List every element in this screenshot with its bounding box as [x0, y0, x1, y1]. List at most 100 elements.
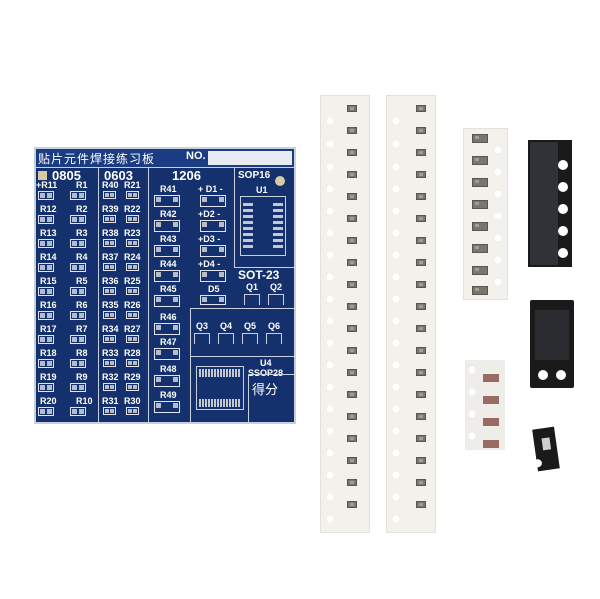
label: R29: [124, 372, 141, 382]
solder-pad: [38, 383, 54, 392]
label: R20: [40, 396, 57, 406]
solder-pad: [103, 359, 116, 367]
solder-pad: [70, 311, 86, 320]
solder-pad: [126, 335, 139, 343]
u4-label: U4: [260, 358, 272, 368]
solder-pad: [38, 335, 54, 344]
label: R35: [102, 300, 119, 310]
section-sot23: SOT-23: [238, 268, 280, 282]
label: R30: [124, 396, 141, 406]
solder-pad: [70, 239, 86, 248]
label: R14: [40, 252, 57, 262]
label: R28: [124, 348, 141, 358]
sop16-ic: [530, 300, 574, 388]
solder-pad: [154, 323, 180, 335]
label: +R11: [36, 180, 58, 190]
label: R7: [76, 324, 88, 334]
diode: [483, 440, 499, 448]
label: R45: [160, 284, 177, 294]
solder-pad: [126, 407, 139, 415]
solder-pad: [70, 287, 86, 296]
sot23-footprint: [218, 333, 234, 344]
solder-pad: [200, 220, 226, 232]
solder-pad: [126, 191, 139, 199]
divider: [190, 308, 294, 309]
label: Q1: [246, 282, 259, 292]
label: Q2: [270, 282, 283, 292]
solder-pad: [154, 245, 180, 257]
solder-pad: [154, 270, 180, 282]
solder-pad: [70, 335, 86, 344]
solder-pad: [38, 239, 54, 248]
label: Q4: [220, 321, 233, 331]
label: R23: [124, 228, 141, 238]
label: R26: [124, 300, 141, 310]
solder-pad: [103, 287, 116, 295]
solder-pad: [200, 245, 226, 257]
mounting-dot: [275, 176, 285, 186]
label: R40: [102, 180, 119, 190]
solder-pad: [154, 348, 180, 360]
u1-label: U1: [256, 185, 268, 195]
ssop28-ic: [532, 426, 560, 472]
section-0805: 0805: [52, 168, 81, 183]
solder-pad: [126, 239, 139, 247]
solder-pad: [38, 359, 54, 368]
solder-pad: [70, 407, 86, 416]
solder-pad: [103, 239, 116, 247]
solder-pad: [103, 263, 116, 271]
solder-pad: [38, 311, 54, 320]
score-box: [248, 374, 295, 423]
label: R27: [124, 324, 141, 334]
solder-pad: [126, 263, 139, 271]
solder-pad: [200, 270, 226, 282]
label: R44: [160, 259, 177, 269]
label: R9: [76, 372, 88, 382]
label: Q6: [268, 321, 281, 331]
solder-pad: [38, 407, 54, 416]
resistor-tape-strip-1: [320, 95, 370, 533]
section-1206: 1206: [172, 168, 201, 183]
solder-pad: [70, 383, 86, 392]
section-ssop28: SSOP28: [248, 368, 284, 378]
label: R47: [160, 337, 177, 347]
pcb-number-box: [208, 151, 292, 165]
solder-pad: [103, 191, 116, 199]
solder-pad: [154, 401, 180, 413]
solder-pad: [103, 407, 116, 415]
sot23-footprint: [242, 333, 258, 344]
solder-pad: [70, 359, 86, 368]
label: R5: [76, 276, 88, 286]
label: R48: [160, 364, 177, 374]
label: +D3 -: [198, 234, 221, 244]
label: R38: [102, 228, 119, 238]
solder-pad: [103, 311, 116, 319]
label: R6: [76, 300, 88, 310]
label: R43: [160, 234, 177, 244]
solder-pad: [38, 215, 54, 224]
solder-pad: [154, 295, 180, 307]
group-0805: +R11 R1 R12 R2 R13 R3 R14 R4 R15 R5 R16 …: [36, 181, 98, 421]
section-sop16: SOP16: [238, 170, 271, 181]
sot23-transistor-tape: [528, 140, 572, 267]
divider: [190, 356, 294, 357]
sot23-footprint: [268, 294, 284, 305]
solder-pad: [38, 287, 54, 296]
divider: [190, 308, 191, 423]
label: R12: [40, 204, 57, 214]
section-0603: 0603: [104, 168, 133, 183]
ic-body: [535, 310, 569, 360]
label: R24: [124, 252, 141, 262]
label: R49: [160, 390, 177, 400]
resistor-tape-strip-2: [386, 95, 436, 533]
label: R2: [76, 204, 88, 214]
solder-pad: [154, 220, 180, 232]
solder-pad: [154, 195, 180, 207]
sot23-footprint: [266, 333, 282, 344]
label: D5: [208, 284, 220, 294]
label: R37: [102, 252, 119, 262]
label: R16: [40, 300, 57, 310]
label: Q5: [244, 321, 257, 331]
sot23-footprint: [194, 333, 210, 344]
